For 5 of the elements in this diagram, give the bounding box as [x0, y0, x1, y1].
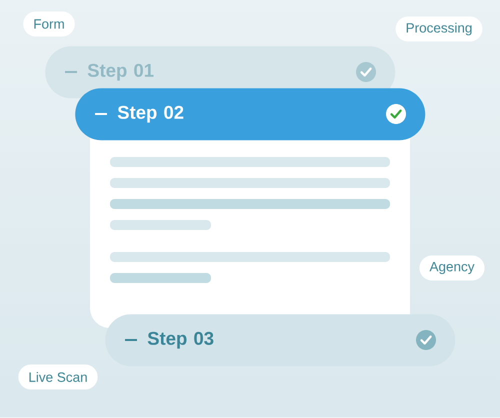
tag-label: Processing	[396, 16, 482, 42]
step-bar: Step 02	[75, 88, 426, 140]
tag-label: Form	[23, 12, 75, 36]
step-bar: Step 03	[105, 314, 456, 366]
tag-label: Live Scan	[18, 364, 98, 390]
